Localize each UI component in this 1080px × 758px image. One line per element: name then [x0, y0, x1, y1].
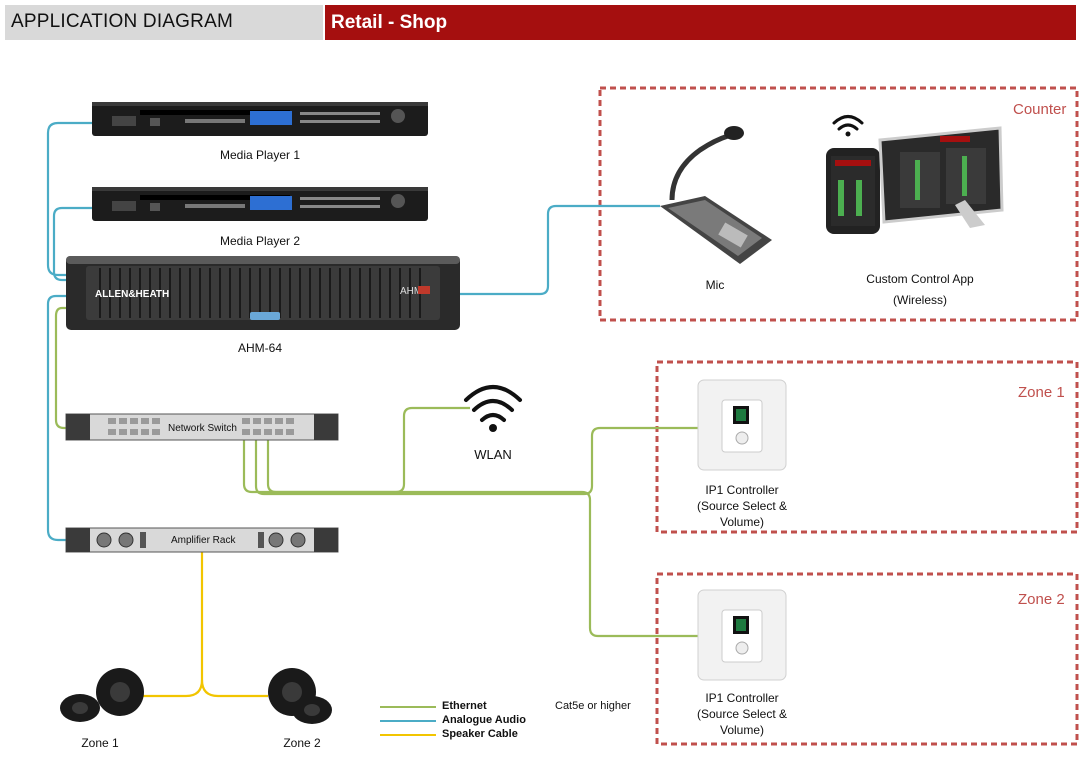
ip1-zone2-label-line3: Volume) — [719, 723, 765, 737]
ip1-zone2-label: IP1 Controller (Source Select & Volume) — [682, 690, 802, 738]
speaker-zone2-label: Zone 2 — [283, 736, 321, 750]
legend-ethernet: Ethernet — [442, 700, 487, 712]
amplifier-rack-label: Amplifier Rack — [171, 535, 236, 546]
ahm-64-unit: ALLEN&HEATH AHM — [66, 256, 460, 330]
diagram-type-title: APPLICATION DIAGRAM — [11, 11, 233, 32]
app-wifi-icon — [832, 115, 864, 131]
amplifier-rack: Amplifier Rack — [65, 527, 339, 553]
control-app-sublabel: (Wireless) — [893, 293, 947, 307]
mic-label: Mic — [705, 278, 725, 292]
header-right-bar: Retail - Shop — [325, 5, 1076, 40]
speaker-cables — [140, 552, 268, 698]
control-app-devices — [826, 126, 1004, 234]
wifi-icon-dot — [489, 424, 497, 432]
application-title: Retail - Shop — [331, 12, 448, 33]
ahm-64-label: AHM-64 — [237, 341, 282, 355]
ahm-model-label: AHM — [400, 286, 422, 297]
speakers-zone2 — [268, 668, 332, 724]
ip1-controller-zone2 — [697, 589, 787, 681]
ip1-zone1-label: IP1 Controller (Source Select & Volume) — [682, 482, 802, 530]
ethernet-cables — [54, 306, 698, 638]
control-app-label: Custom Control App — [866, 272, 974, 286]
zone-box-zone2 — [655, 572, 1079, 746]
media-player-1 — [92, 102, 428, 136]
zone-box-zone1 — [655, 360, 1079, 534]
ip1-zone1-label-line1: IP1 Controller — [705, 483, 779, 497]
zone-label-zone1: Zone 1 — [1018, 384, 1065, 401]
legend-cable-note: Cat5e or higher — [555, 700, 631, 712]
ip1-controller-zone1 — [697, 379, 787, 471]
ip1-zone1-label-line2: (Source Select & — [696, 499, 788, 513]
network-switch: Network Switch — [65, 413, 339, 441]
wlan-label: WLAN — [474, 447, 512, 462]
zone-label-zone2: Zone 2 — [1018, 591, 1065, 608]
network-switch-label: Network Switch — [168, 423, 237, 434]
speaker-zone1-label: Zone 1 — [81, 736, 119, 750]
wifi-icon — [464, 385, 522, 422]
media-player-2 — [92, 187, 428, 221]
legend-analogue: Analogue Audio — [442, 714, 526, 726]
media-player-2-label: Media Player 2 — [219, 234, 301, 248]
analogue-cables — [46, 121, 660, 542]
ahm-brand-label: ALLEN&HEATH — [95, 289, 169, 300]
legend-speaker: Speaker Cable — [442, 728, 518, 740]
header-left-bar: APPLICATION DIAGRAM — [5, 5, 323, 40]
app-wifi-icon-dot — [845, 131, 851, 137]
ip1-zone2-label-line2: (Source Select & — [696, 707, 788, 721]
paging-mic — [660, 126, 772, 264]
media-player-1-label: Media Player 1 — [219, 148, 301, 162]
ip1-zone1-label-line3: Volume) — [719, 515, 765, 529]
zone-label-counter: Counter — [1013, 101, 1067, 118]
ip1-zone2-label-line1: IP1 Controller — [705, 691, 779, 705]
zone-box-counter — [598, 86, 1079, 322]
speakers-zone1 — [60, 668, 144, 722]
